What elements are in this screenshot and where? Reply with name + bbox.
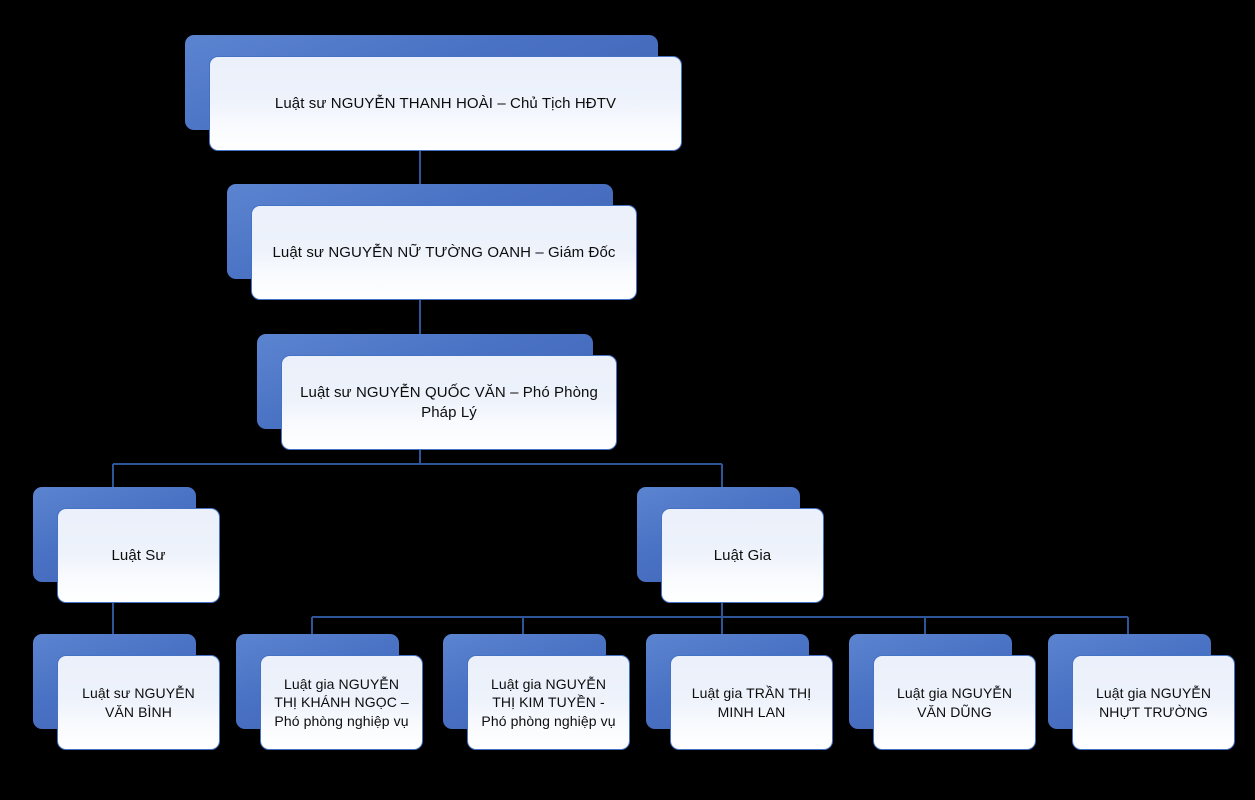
org-node-label: Luật gia NGUYỄN VĂN DŨNG [896,685,1013,720]
org-node-deputy-legal[interactable]: Luật sư NGUYỄN QUỐC VĂN – Phó Phòng Pháp… [257,334,617,450]
org-node-label: Luật gia NGUYỄN THỊ KHÁNH NGỌC – Phó phò… [274,675,409,729]
node-card[interactable]: Luật gia NGUYỄN THỊ KIM TUYỀN - Phó phòn… [467,655,630,750]
node-card[interactable]: Luật sư NGUYỄN THANH HOÀI – Chủ Tịch HĐT… [209,56,682,151]
node-card[interactable]: Luật Gia [661,508,824,603]
org-node-label: Luật Sư [111,546,166,564]
org-node-label: Luật sư NGUYỄN THANH HOÀI – Chủ Tịch HĐT… [274,94,617,112]
org-node-nguyen-thi-kim-tuyen[interactable]: Luật gia NGUYỄN THỊ KIM TUYỀN - Phó phòn… [443,634,630,750]
org-node-label: Luật gia TRẦN THỊ MINH LAN [691,685,812,720]
org-node-label: Luật sư NGUYỄN NỮ TƯỜNG OANH – Giám Đốc [272,243,616,261]
org-node-label: Luật sư NGUYỄN QUỐC VĂN – Phó Phòng Pháp… [300,383,598,421]
node-card[interactable]: Luật sư NGUYỄN QUỐC VĂN – Phó Phòng Pháp… [281,355,617,450]
org-node-label: Luật gia NGUYỄN THỊ KIM TUYỀN - Phó phòn… [481,675,616,729]
node-card[interactable]: Luật sư NGUYỄN NỮ TƯỜNG OANH – Giám Đốc [251,205,637,300]
org-node-nguyen-van-binh[interactable]: Luật sư NGUYỄN VĂN BÌNH [33,634,220,750]
org-node-luat-gia[interactable]: Luật Gia [637,487,824,603]
node-card[interactable]: Luật gia NGUYỄN VĂN DŨNG [873,655,1036,750]
org-node-luat-su[interactable]: Luật Sư [33,487,220,603]
node-card[interactable]: Luật gia TRẦN THỊ MINH LAN [670,655,833,750]
org-node-nguyen-van-dung[interactable]: Luật gia NGUYỄN VĂN DŨNG [849,634,1036,750]
org-node-director[interactable]: Luật sư NGUYỄN NỮ TƯỜNG OANH – Giám Đốc [227,184,637,300]
org-node-label: Luật gia NGUYỄN NHỰT TRƯỜNG [1095,685,1212,720]
node-card[interactable]: Luật sư NGUYỄN VĂN BÌNH [57,655,220,750]
node-card[interactable]: Luật Sư [57,508,220,603]
node-card[interactable]: Luật gia NGUYỄN THỊ KHÁNH NGỌC – Phó phò… [260,655,423,750]
node-card[interactable]: Luật gia NGUYỄN NHỰT TRƯỜNG [1072,655,1235,750]
org-node-chairman[interactable]: Luật sư NGUYỄN THANH HOÀI – Chủ Tịch HĐT… [185,35,682,151]
org-node-nguyen-thi-khanh-ngoc[interactable]: Luật gia NGUYỄN THỊ KHÁNH NGỌC – Phó phò… [236,634,423,750]
org-node-label: Luật sư NGUYỄN VĂN BÌNH [82,685,195,720]
org-node-label: Luật Gia [713,546,772,564]
org-node-tran-thi-minh-lan[interactable]: Luật gia TRẦN THỊ MINH LAN [646,634,833,750]
org-node-nguyen-nhut-truong[interactable]: Luật gia NGUYỄN NHỰT TRƯỜNG [1048,634,1235,750]
